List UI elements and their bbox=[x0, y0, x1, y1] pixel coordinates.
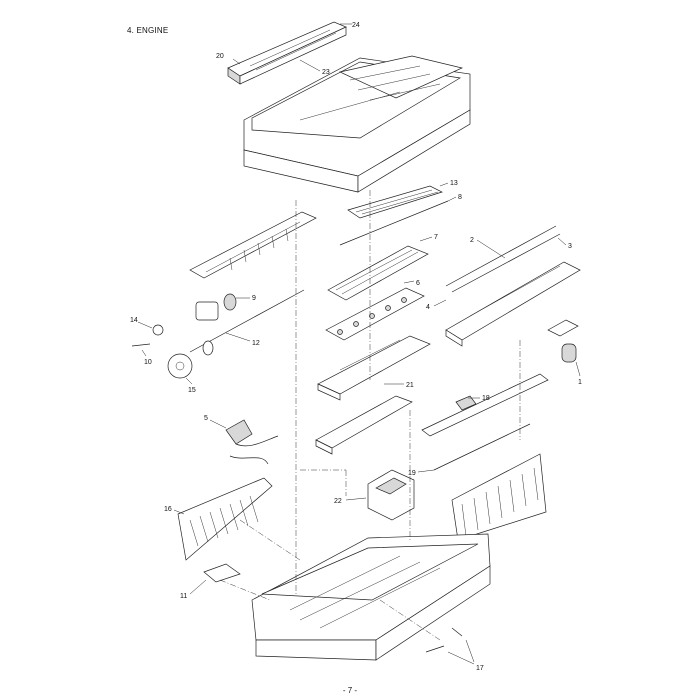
part-20-document-cover bbox=[227, 21, 347, 85]
callout-20: 20 bbox=[216, 53, 224, 60]
callout-12: 12 bbox=[252, 340, 260, 347]
callout-6: 6 bbox=[416, 280, 420, 287]
callout-15: 15 bbox=[188, 387, 196, 394]
part-6-lower-guide bbox=[325, 287, 425, 341]
base-chassis bbox=[251, 533, 491, 661]
part-17-fasteners bbox=[425, 627, 463, 653]
leader-8 bbox=[447, 196, 457, 202]
leader-13 bbox=[439, 182, 449, 187]
leader-5 bbox=[209, 419, 227, 429]
callout-24: 24 bbox=[352, 22, 360, 29]
part-7-paper-guide bbox=[327, 245, 429, 301]
callout-22: 22 bbox=[334, 498, 342, 505]
callout-18: 18 bbox=[482, 395, 490, 402]
callout-14: 14 bbox=[130, 317, 138, 324]
leader-15 bbox=[185, 377, 193, 385]
part-16-tray-guide bbox=[177, 477, 273, 561]
leader-7 bbox=[419, 236, 433, 242]
callout-8: 8 bbox=[458, 194, 462, 201]
leader-16 bbox=[173, 509, 185, 515]
leader-19 bbox=[417, 469, 435, 473]
callout-19: 19 bbox=[408, 470, 416, 477]
part-5-sensor-lever bbox=[225, 419, 279, 465]
leader-20 bbox=[232, 58, 241, 65]
callout-2: 2 bbox=[470, 237, 474, 244]
leader-4 bbox=[433, 299, 447, 307]
callout-23: 23 bbox=[322, 69, 330, 76]
engine-frame-plate bbox=[317, 335, 431, 401]
page-number: - 7 - bbox=[342, 686, 358, 695]
leader-23 bbox=[299, 59, 321, 72]
callout-13: 13 bbox=[450, 180, 458, 187]
lower-guide-plate bbox=[315, 395, 413, 455]
callout-10: 10 bbox=[144, 359, 152, 366]
leader-10 bbox=[141, 349, 147, 357]
callout-21: 21 bbox=[406, 382, 414, 389]
part-19-shaft bbox=[433, 423, 531, 471]
callout-labels: 24 20 23 13 8 7 2 3 6 4 9 14 12 10 1 15 … bbox=[130, 22, 582, 672]
part-22-carriage bbox=[367, 469, 415, 521]
leader-17b bbox=[465, 639, 475, 663]
part-8-roller-shaft bbox=[339, 200, 449, 246]
leader-14 bbox=[137, 321, 153, 329]
callout-9: 9 bbox=[252, 295, 256, 302]
leader-1 bbox=[575, 361, 581, 377]
callout-3: 3 bbox=[568, 243, 572, 250]
callout-4: 4 bbox=[426, 304, 430, 311]
leader-11 bbox=[189, 579, 207, 595]
part-11-bracket bbox=[203, 563, 241, 583]
leader-22 bbox=[345, 497, 367, 501]
leader-3 bbox=[557, 237, 567, 246]
callout-7: 7 bbox=[434, 234, 438, 241]
feed-frame bbox=[189, 211, 317, 279]
callout-11: 11 bbox=[180, 593, 187, 600]
callout-16: 16 bbox=[164, 506, 172, 513]
callout-1: 1 bbox=[578, 379, 582, 386]
scanner-unit bbox=[243, 55, 471, 193]
part-14-gear bbox=[152, 324, 164, 336]
leader-6 bbox=[403, 280, 415, 284]
part-13-exit-guide bbox=[347, 185, 443, 219]
callout-17: 17 bbox=[476, 665, 484, 672]
part-10-screw bbox=[131, 343, 151, 347]
platen-unit bbox=[421, 373, 549, 541]
part-2-rod bbox=[445, 225, 557, 287]
assembly-lines bbox=[219, 190, 521, 641]
part-1-motor bbox=[547, 319, 579, 363]
callout-5: 5 bbox=[204, 415, 208, 422]
leader-12 bbox=[225, 332, 251, 342]
part-15-gear bbox=[167, 340, 214, 379]
part-3-rod bbox=[451, 233, 561, 293]
right-frame-plate bbox=[445, 261, 581, 347]
leader-17a bbox=[447, 651, 475, 665]
part-9-pickup-roller bbox=[195, 293, 237, 321]
section-title: 4. ENGINE bbox=[127, 26, 169, 35]
leader-2 bbox=[476, 239, 506, 259]
